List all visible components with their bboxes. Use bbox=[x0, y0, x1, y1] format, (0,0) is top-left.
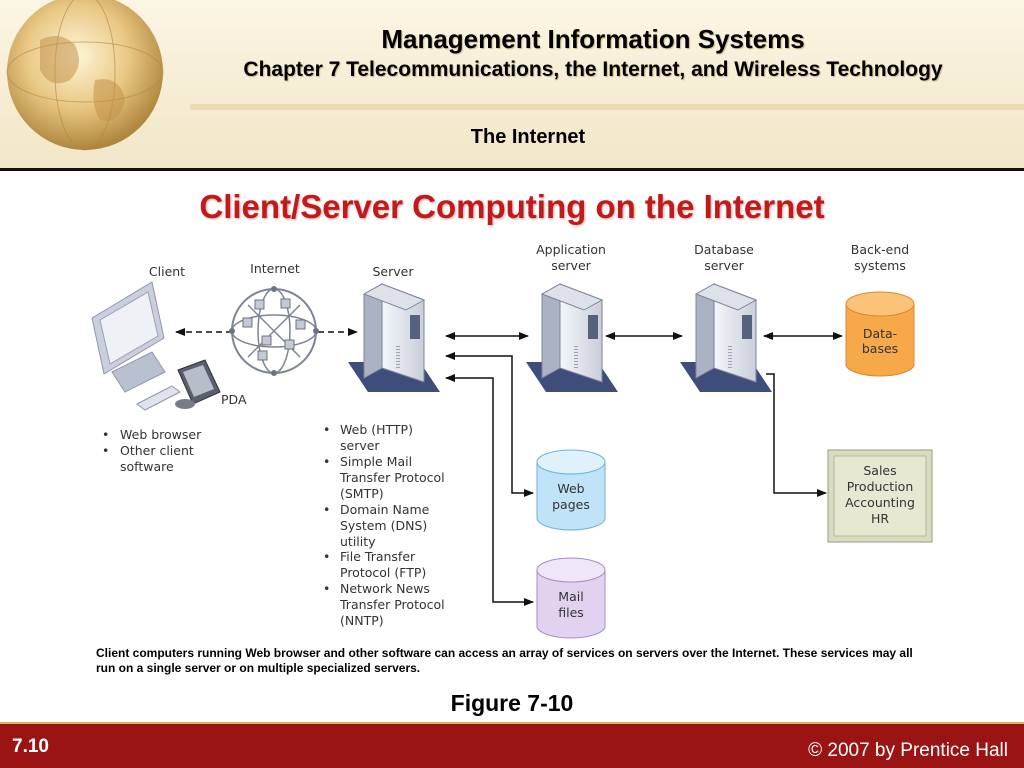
internet-network-icon bbox=[229, 286, 319, 376]
backend-line-hr: HR bbox=[871, 511, 889, 526]
web-server-icon bbox=[348, 283, 440, 392]
footer-divider bbox=[0, 722, 1024, 724]
web-pages-label-2: pages bbox=[552, 497, 590, 512]
list-item: Web browser bbox=[120, 427, 202, 442]
list-item: server bbox=[340, 438, 380, 453]
list-item: Network News bbox=[340, 581, 430, 596]
list-item: Other client bbox=[120, 443, 194, 458]
globe-icon bbox=[6, 0, 164, 151]
list-item: (NNTP) bbox=[340, 613, 384, 628]
backend-label-2: systems bbox=[854, 258, 906, 273]
mail-files-label-2: files bbox=[558, 605, 584, 620]
svg-text:•: • bbox=[323, 422, 330, 437]
databases-label-2: bases bbox=[862, 341, 898, 356]
slide-title: Client/Server Computing on the Internet bbox=[199, 188, 825, 225]
slide-footer bbox=[0, 724, 1024, 768]
app-server-label-2: server bbox=[551, 258, 591, 273]
databases-label-1: Data- bbox=[863, 326, 897, 341]
list-item: Domain Name bbox=[340, 502, 430, 517]
list-item: Transfer Protocol bbox=[339, 470, 445, 485]
svg-text:•: • bbox=[102, 443, 109, 458]
databases-cylinder bbox=[845, 291, 915, 377]
figure-caption: Client computers running Web browser and… bbox=[96, 646, 913, 675]
svg-text:•: • bbox=[323, 454, 330, 469]
svg-text:•: • bbox=[323, 502, 330, 517]
mail-files-cylinder bbox=[536, 557, 606, 639]
application-server-icon bbox=[526, 283, 618, 392]
backend-line-sales: Sales bbox=[863, 463, 896, 478]
slide-number: 7.10 bbox=[12, 736, 49, 757]
svg-text:•: • bbox=[323, 549, 330, 564]
server-label: Server bbox=[373, 264, 415, 279]
server-webpages-connection bbox=[445, 352, 534, 497]
pda-label: PDA bbox=[221, 392, 247, 407]
db-backend-connection bbox=[766, 373, 827, 497]
course-title: Management Information Systems bbox=[381, 24, 805, 54]
web-pages-cylinder bbox=[536, 449, 606, 531]
server-mailfiles-connection bbox=[445, 374, 534, 606]
client-software-list: • Web browser • Other client software bbox=[102, 427, 202, 474]
backend-systems-box bbox=[827, 449, 933, 543]
list-item: software bbox=[120, 459, 174, 474]
mail-files-label-1: Mail bbox=[558, 589, 583, 604]
client-label: Client bbox=[149, 264, 185, 279]
db-server-label-1: Database bbox=[694, 242, 754, 257]
internet-label: Internet bbox=[250, 261, 300, 276]
backend-line-production: Production bbox=[847, 479, 914, 494]
backend-label-1: Back-end bbox=[851, 242, 909, 257]
desktop-computer-icon bbox=[91, 281, 181, 411]
list-item: File Transfer bbox=[340, 549, 416, 564]
header-divider bbox=[0, 168, 1024, 171]
figure-label: Figure 7-10 bbox=[450, 690, 574, 716]
server-services-list: • Web (HTTP) server • Simple Mail Transf… bbox=[323, 422, 445, 628]
list-item: System (DNS) bbox=[340, 518, 427, 533]
list-item: Transfer Protocol bbox=[339, 597, 445, 612]
header-stripe bbox=[190, 104, 1024, 110]
database-server-icon bbox=[680, 283, 772, 392]
chapter-title: Chapter 7 Telecommunications, the Intern… bbox=[243, 58, 943, 81]
pda-icon bbox=[175, 359, 221, 409]
svg-text:•: • bbox=[102, 427, 109, 442]
slide-header bbox=[0, 0, 1024, 170]
svg-text:•: • bbox=[323, 581, 330, 596]
list-item: Simple Mail bbox=[340, 454, 412, 469]
list-item: utility bbox=[340, 534, 376, 549]
db-server-label-2: server bbox=[704, 258, 744, 273]
app-server-label-1: Application bbox=[536, 242, 606, 257]
web-pages-label-1: Web bbox=[557, 481, 584, 496]
list-item: (SMTP) bbox=[340, 486, 384, 501]
section-title: The Internet bbox=[470, 126, 586, 148]
copyright: © 2007 by Prentice Hall bbox=[808, 740, 1008, 761]
list-item: Protocol (FTP) bbox=[340, 565, 426, 580]
backend-line-accounting: Accounting bbox=[845, 495, 915, 510]
list-item: Web (HTTP) bbox=[340, 422, 413, 437]
